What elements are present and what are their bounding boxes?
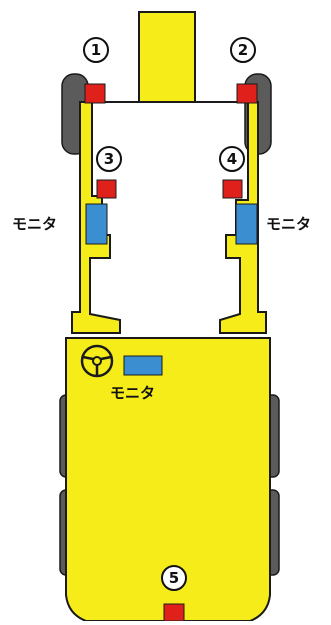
right-monitor [235,203,258,245]
right-monitor-label: モニタ [266,215,312,233]
camera-4-number: 4 [219,146,245,172]
left-monitor [85,203,108,245]
cab-monitor [123,355,163,376]
camera-5-marker [163,603,185,622]
steering-wheel-icon [80,344,114,378]
camera-3-number: 3 [96,146,122,172]
camera-1-number: 1 [83,37,109,63]
camera-5-number: 5 [161,565,187,591]
camera-2-number: 2 [230,37,256,63]
cab-monitor-label: モニタ [110,384,156,402]
camera-3-marker [96,179,117,199]
camera-1-marker [84,83,106,104]
camera-2-marker [236,83,258,104]
camera-4-marker [222,179,243,199]
left-monitor-label: モニタ [12,215,58,233]
